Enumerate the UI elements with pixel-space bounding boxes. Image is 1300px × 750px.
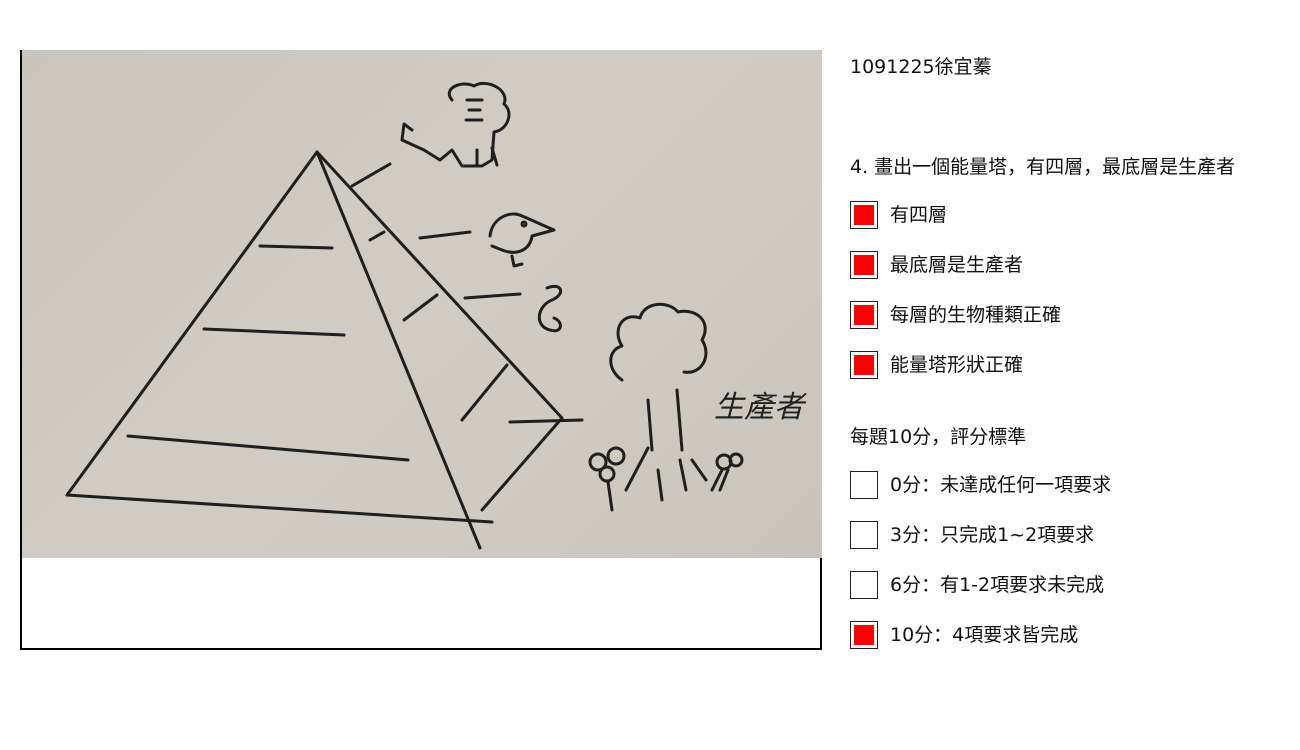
criterion-label: 有四層 bbox=[890, 204, 948, 226]
student-id-title: 1091225徐宜蓁 bbox=[850, 56, 992, 78]
score-option-0[interactable]: 0分：未達成任何一項要求 bbox=[850, 470, 1111, 500]
criterion-checkbox[interactable] bbox=[850, 301, 878, 329]
score-option-10[interactable]: 10分：4項要求皆完成 bbox=[850, 620, 1078, 650]
score-option-label: 0分：未達成任何一項要求 bbox=[890, 474, 1112, 496]
criterion-four-levels[interactable]: 有四層 bbox=[850, 200, 947, 230]
criterion-checkbox[interactable] bbox=[850, 251, 878, 279]
energy-pyramid-sketch bbox=[65, 81, 744, 550]
energy-pyramid-drawing-photo: 生產者 bbox=[22, 50, 822, 558]
criterion-checkbox[interactable] bbox=[850, 201, 878, 229]
score-option-label: 3分：只完成1~2項要求 bbox=[890, 524, 1095, 546]
score-checkbox[interactable] bbox=[850, 521, 878, 549]
score-checkbox[interactable] bbox=[850, 571, 878, 599]
score-checkbox[interactable] bbox=[850, 621, 878, 649]
criterion-label: 最底層是生產者 bbox=[890, 254, 1024, 276]
score-option-6[interactable]: 6分：有1-2項要求未完成 bbox=[850, 570, 1104, 600]
score-checkbox[interactable] bbox=[850, 471, 878, 499]
criterion-label: 每層的生物種類正確 bbox=[890, 304, 1062, 326]
grading-panel: 1091225徐宜蓁 4. 畫出一個能量塔，有四層，最底層是生產者 有四層 最底… bbox=[850, 0, 1290, 750]
producer-handwritten-label: 生產者 bbox=[714, 390, 804, 425]
criterion-label: 能量塔形狀正確 bbox=[890, 354, 1024, 376]
question-prompt: 4. 畫出一個能量塔，有四層，最底層是生產者 bbox=[850, 156, 1236, 178]
score-option-label: 6分：有1-2項要求未完成 bbox=[890, 574, 1105, 596]
drawing-photo-frame: 生產者 bbox=[20, 50, 822, 650]
criterion-shape-correct[interactable]: 能量塔形狀正確 bbox=[850, 350, 1023, 380]
scoring-title: 每題10分，評分標準 bbox=[850, 426, 1027, 448]
criterion-checkbox[interactable] bbox=[850, 351, 878, 379]
score-option-label: 10分：4項要求皆完成 bbox=[890, 624, 1079, 646]
criterion-bottom-producer[interactable]: 最底層是生產者 bbox=[850, 250, 1023, 280]
criterion-species-correct[interactable]: 每層的生物種類正確 bbox=[850, 300, 1061, 330]
score-option-3[interactable]: 3分：只完成1~2項要求 bbox=[850, 520, 1094, 550]
